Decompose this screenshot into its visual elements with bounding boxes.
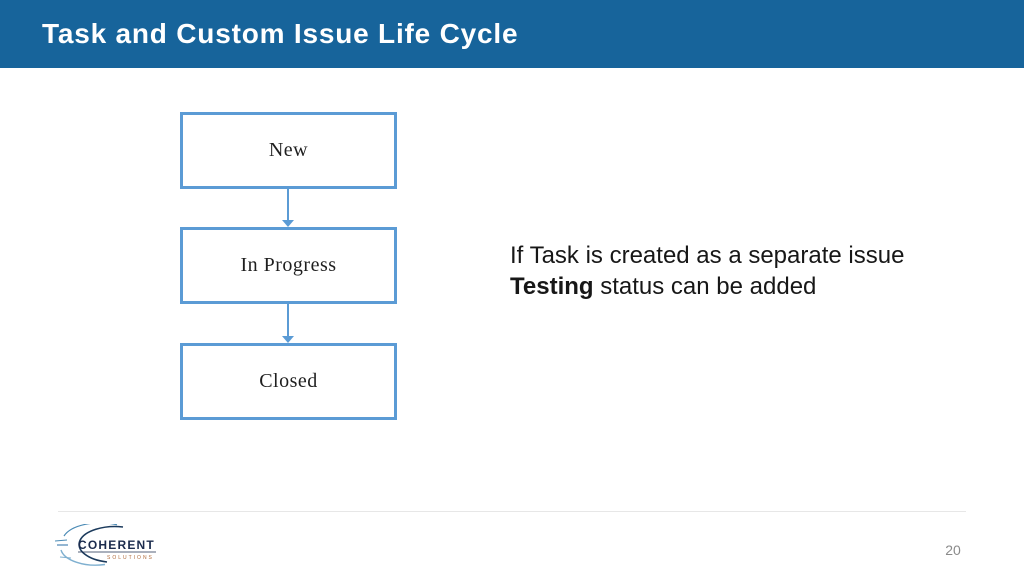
annotation-line-2-rest: status can be added (593, 273, 817, 300)
flow-connector-arrow (282, 189, 294, 227)
flow-node-label: Closed (259, 370, 318, 392)
slide-title: Task and Custom Issue Life Cycle (42, 18, 519, 49)
logo-wordmark: COHERENT (78, 538, 155, 552)
connector-line (287, 189, 289, 221)
footer-divider-line (58, 511, 966, 512)
flow-connector-arrow (282, 304, 294, 343)
annotation-bold-word: Testing (510, 273, 594, 300)
connector-line (287, 304, 289, 337)
arrowhead-down-icon (282, 220, 294, 227)
arrowhead-down-icon (282, 336, 294, 343)
coherent-solutions-logo: COHERENT SOLUTIONS (55, 524, 156, 566)
flow-node-closed: Closed (180, 343, 397, 420)
logo-subtext: SOLUTIONS (107, 555, 154, 561)
page-number: 20 (945, 542, 961, 558)
flow-node-label: New (268, 139, 309, 161)
flow-node-label: In Progress (240, 254, 337, 276)
annotation-line-2: Testing status can be added (510, 271, 904, 302)
slide-header-bar: Task and Custom Issue Life Cycle (0, 0, 1024, 68)
flow-node-in-progress: In Progress (180, 227, 397, 304)
annotation-line-1: If Task is created as a separate issue (510, 242, 905, 269)
logo-swoosh-icon (55, 524, 124, 566)
annotation-text: If Task is created as a separate issue T… (510, 240, 904, 302)
flow-node-new: New (180, 112, 397, 189)
